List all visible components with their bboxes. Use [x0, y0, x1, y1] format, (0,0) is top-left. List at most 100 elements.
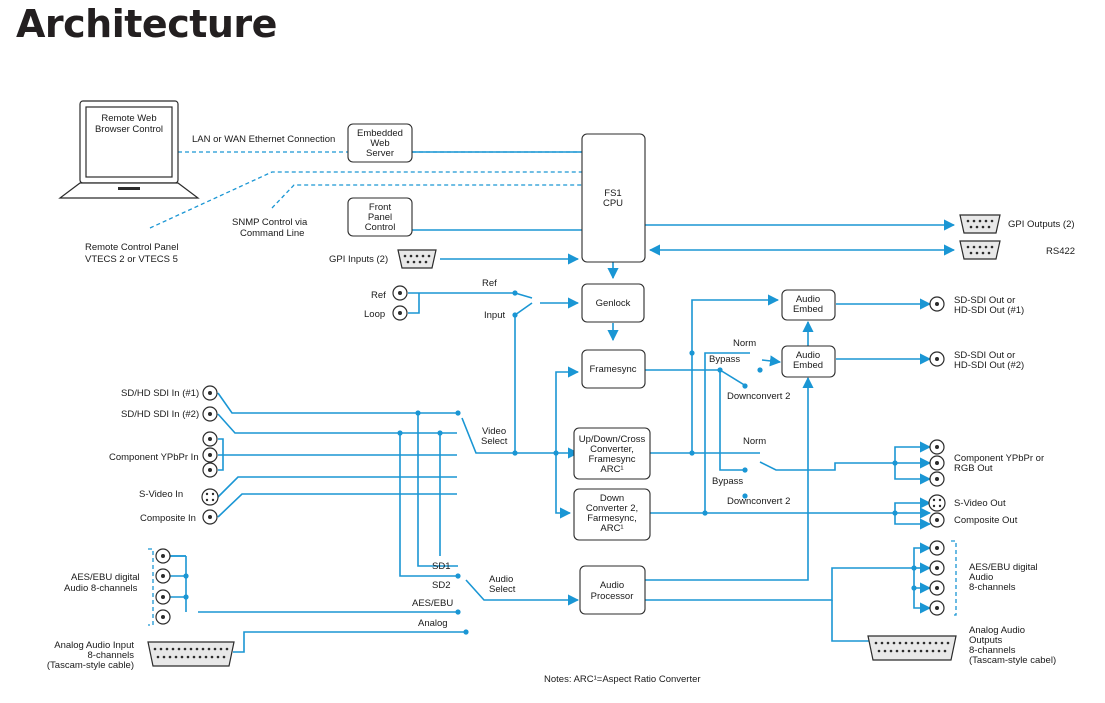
composite-out-label: Composite Out	[954, 515, 1018, 526]
svg-text:Framesync: Framesync	[589, 454, 636, 465]
svideo-in-label: S-Video In	[139, 489, 183, 500]
video-select-label-1: Video	[482, 426, 506, 437]
aes-out-label-2: Audio	[969, 572, 993, 583]
framesync-block: Framesync	[581, 349, 646, 389]
svg-text:Embed: Embed	[793, 360, 823, 371]
svideo-out-label: S-Video Out	[954, 498, 1006, 509]
remote-web-label-1: Remote Web	[101, 113, 156, 124]
svg-text:Processor: Processor	[591, 591, 634, 602]
composite-in-label: Composite In	[140, 513, 196, 524]
analog-out-label-4: (Tascam-style cabel)	[969, 655, 1056, 666]
remote-web-label-2: Browser Control	[95, 124, 163, 135]
svg-text:Down: Down	[600, 493, 624, 504]
svg-text:Converter,: Converter,	[590, 444, 634, 455]
svg-text:Audio: Audio	[796, 294, 820, 305]
audio-processor-block: Audio Processor	[579, 565, 646, 615]
norm-top-label: Norm	[733, 338, 756, 349]
snmp-label-1: SNMP Control via	[232, 217, 308, 228]
svg-text:CPU: CPU	[603, 198, 623, 209]
sdi-in-2-label: SD/HD SDI In (#2)	[121, 409, 199, 420]
component-in-label: Component YPbPr In	[109, 452, 199, 463]
lan-label: LAN or WAN Ethernet Connection	[192, 134, 335, 145]
svg-text:Audio: Audio	[796, 350, 820, 361]
ref-in-label: Ref	[371, 290, 386, 301]
notes-label: Notes: ARC¹=Aspect Ratio Converter	[544, 674, 701, 685]
svg-text:FS1: FS1	[604, 188, 621, 199]
aes-in-label-2: Audio 8-channels	[64, 583, 138, 594]
analog-in-label-1: Analog Audio Input	[54, 640, 134, 651]
analog-out-label-3: 8-channels	[969, 645, 1016, 656]
svg-text:Audio: Audio	[600, 580, 624, 591]
sd1-label: SD1	[432, 561, 450, 572]
gpi-inputs-label: GPI Inputs (2)	[329, 254, 388, 265]
audio-select-label-1: Audio	[489, 574, 513, 585]
component-in-jack-icon	[202, 431, 218, 478]
bypass-top-label: Bypass	[709, 354, 740, 365]
bypass-mid-label: Bypass	[712, 476, 743, 487]
analog-output-dsub-icon	[867, 635, 957, 661]
aes-out-label-1: AES/EBU digital	[969, 562, 1038, 573]
composite-out-jack-icon	[929, 512, 945, 528]
svg-text:Framesync: Framesync	[590, 364, 637, 375]
sdi-in-2-jack-icon	[202, 406, 218, 422]
web-server-block: Embedded Web Server	[347, 123, 413, 163]
sd2-label: SD2	[432, 580, 450, 591]
component-out-label-1: Component YPbPr or	[954, 453, 1044, 464]
snmp-label-2: Command Line	[240, 228, 304, 239]
composite-in-jack-icon	[202, 509, 218, 525]
norm-mid-label: Norm	[743, 436, 766, 447]
sdi-out-2-label-2: HD-SDI Out (#2)	[954, 360, 1024, 371]
laptop-icon	[58, 100, 200, 199]
sdi-out-1-jack-icon	[929, 296, 945, 312]
audio-embed-1-block: Audio Embed	[781, 289, 836, 321]
downconvert2-mid-label: Downconvert 2	[727, 496, 790, 507]
input-switch-label: Input	[484, 310, 505, 321]
aes-in-label-1: AES/EBU digital	[71, 572, 140, 583]
svg-text:Panel: Panel	[368, 212, 392, 223]
sdi-out-2-jack-icon	[929, 351, 945, 367]
sdi-out-1-label-2: HD-SDI Out (#1)	[954, 305, 1024, 316]
svg-text:Server: Server	[366, 148, 394, 159]
downconvert2-top-label: Downconvert 2	[727, 391, 790, 402]
aes-in-jack-icon	[155, 548, 171, 625]
svg-text:Control: Control	[365, 222, 396, 233]
svg-text:ARC¹: ARC¹	[600, 523, 623, 534]
front-panel-block: Front Panel Control	[347, 197, 413, 237]
loop-label: Loop	[364, 309, 385, 320]
svg-text:Converter 2,: Converter 2,	[586, 503, 638, 514]
gpi-input-dsub-icon	[397, 249, 437, 269]
svg-text:Genlock: Genlock	[596, 298, 631, 309]
audio-select-label-2: Select	[489, 584, 516, 595]
aes-out-jack-icon	[929, 540, 945, 616]
analog-input-dsub-icon	[147, 641, 235, 667]
svideo-in-jack-icon	[201, 488, 219, 506]
ref-switch-label: Ref	[482, 278, 497, 289]
svg-text:Front: Front	[369, 202, 392, 213]
svg-text:Embedded: Embedded	[357, 128, 403, 139]
sdi-in-1-jack-icon	[202, 385, 218, 401]
sdi-out-1-label-1: SD-SDI Out or	[954, 295, 1015, 306]
gpi-outputs-label: GPI Outputs (2)	[1008, 219, 1075, 230]
signal-wires	[149, 151, 956, 653]
component-out-jack-icon	[929, 439, 945, 487]
component-out-label-2: RGB Out	[954, 463, 993, 474]
svg-text:Up/Down/Cross: Up/Down/Cross	[579, 434, 646, 445]
audio-embed-2-block: Audio Embed	[781, 345, 836, 378]
svg-text:ARC¹: ARC¹	[600, 464, 623, 475]
analog-in-label-2: 8-channels	[88, 650, 135, 661]
aes-out-label-3: 8-channels	[969, 582, 1016, 593]
cpu-block: FS1 CPU	[581, 133, 646, 263]
rs422-dsub-icon	[959, 240, 1001, 260]
gpi-output-dsub-icon	[959, 214, 1001, 234]
rs422-label: RS422	[1046, 246, 1075, 257]
page-title: Architecture	[16, 2, 277, 46]
analog-out-label-1: Analog Audio	[969, 625, 1025, 636]
sdi-in-1-label: SD/HD SDI In (#1)	[121, 388, 199, 399]
analog-in-label-3: (Tascam-style cable)	[47, 660, 134, 671]
analog-label: Analog	[418, 618, 448, 629]
svideo-out-jack-icon	[928, 494, 946, 512]
svg-text:Web: Web	[370, 138, 389, 149]
svg-text:Embed: Embed	[793, 304, 823, 315]
svg-text:Farmesync,: Farmesync,	[587, 513, 637, 524]
